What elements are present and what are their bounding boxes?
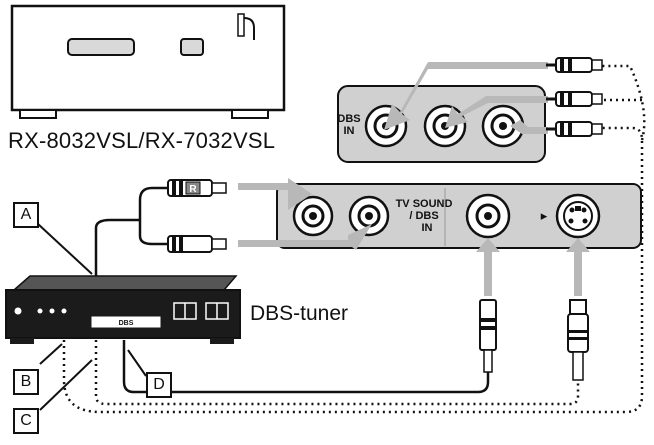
dotted-cable-c xyxy=(62,64,646,414)
tv-sound-jack-left[interactable] xyxy=(292,195,334,237)
callout-c: C xyxy=(13,408,39,434)
s-video-arrow-icon: ▸ xyxy=(541,209,548,224)
dbs-in-jack-audio-right[interactable] xyxy=(481,104,525,148)
callout-d: D xyxy=(146,372,172,398)
cable-a xyxy=(94,186,168,280)
tv-sound-panel: TV SOUND / DBS IN ▸ xyxy=(276,183,642,249)
callout-a: A xyxy=(13,202,39,228)
rca-plug-left-icon xyxy=(167,235,227,253)
dbs-tuner-label: DBS-tuner xyxy=(250,302,349,325)
s-video-plug-icon xyxy=(567,299,589,381)
dbs-in-label-line1: DBS xyxy=(337,113,360,125)
solid-cable-d xyxy=(122,340,490,394)
s-video-in-jack[interactable] xyxy=(555,193,601,239)
tv-sound-label-line2: / DBS xyxy=(409,210,438,222)
callout-leaders xyxy=(37,223,147,411)
rca-plug-right-icon: R xyxy=(167,179,227,197)
rca-plug-icon xyxy=(546,57,603,73)
connection-arrows xyxy=(238,62,590,296)
dbs-in-jack-audio-left[interactable] xyxy=(423,104,467,148)
receiver-illustration xyxy=(10,4,286,119)
callout-b: B xyxy=(13,369,39,395)
rca-plug-icon xyxy=(546,121,603,137)
receiver-model-label: RX-8032VSL/RX-7032VSL xyxy=(8,128,276,153)
tv-sound-label-line1: TV SOUND xyxy=(396,198,453,210)
video-plug-icon xyxy=(479,299,497,373)
video-in-jack[interactable] xyxy=(465,193,511,239)
dbs-tuner-illustration: DBS xyxy=(5,275,241,344)
dbs-in-label-line2: IN xyxy=(344,125,355,137)
tv-sound-jack-right[interactable] xyxy=(348,195,390,237)
rca-plug-icon xyxy=(546,91,603,107)
tuner-display-text: DBS xyxy=(119,320,134,327)
top-rca-plugs xyxy=(546,57,603,137)
plug-r-label: R xyxy=(189,184,197,195)
tv-sound-label-line3: IN xyxy=(422,222,433,234)
